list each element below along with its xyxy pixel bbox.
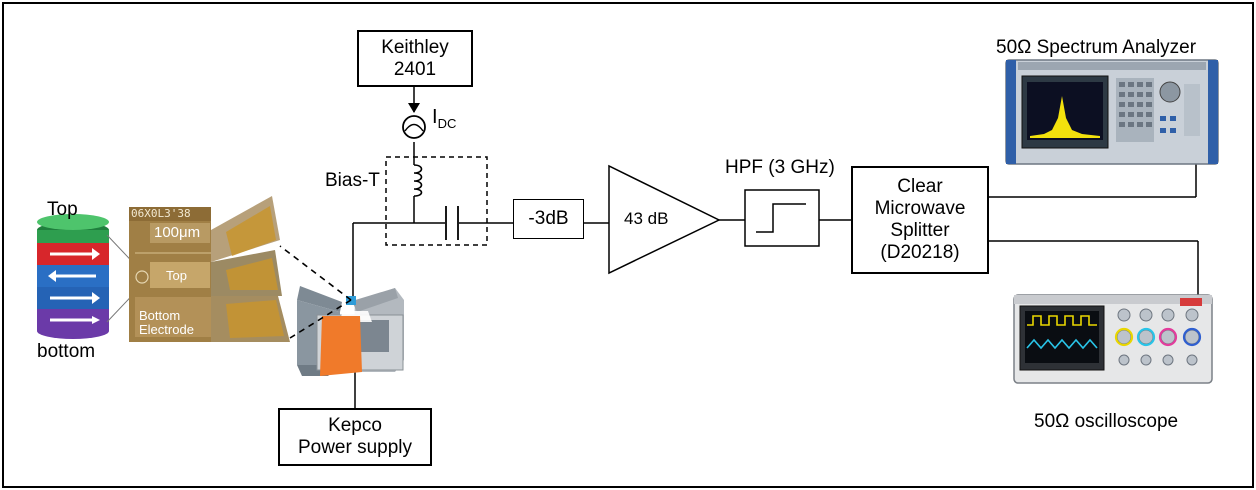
micrograph-header: 06X0L3'38 xyxy=(131,207,191,220)
current-source xyxy=(402,103,426,139)
hpf-box xyxy=(744,189,820,247)
keithley-line1: Keithley xyxy=(381,36,449,58)
oscilloscope-icon xyxy=(1013,294,1213,384)
micrograph-bottom-line2: Electrode xyxy=(139,322,194,337)
hpf-label: HPF (3 GHz) xyxy=(725,157,835,178)
spectrum-analyzer-label: 50Ω Spectrum Analyzer xyxy=(996,37,1197,58)
attenuator-box: -3dB xyxy=(513,199,584,239)
splitter-line4: (D20218) xyxy=(880,241,960,263)
oscilloscope-label: 50Ω oscilloscope xyxy=(1034,411,1179,432)
idc-main: I xyxy=(432,106,438,128)
amplifier-triangle xyxy=(608,164,721,275)
splitter-line1: Clear xyxy=(897,176,943,198)
keithley-line2: 2401 xyxy=(393,58,437,80)
layer-stack-icon xyxy=(37,214,143,339)
attenuator-label: -3dB xyxy=(528,208,569,230)
stack-bottom-label: bottom xyxy=(37,341,96,362)
inductor-icon xyxy=(413,164,423,197)
device-micrograph-image xyxy=(129,196,290,342)
bias-t-label: Bias-T xyxy=(325,170,380,191)
kepco-box: Kepco Power supply xyxy=(278,408,432,466)
spectrum-analyzer-icon xyxy=(1005,59,1219,165)
splitter-line3: Splitter xyxy=(890,220,950,241)
electromagnet-icon xyxy=(279,245,404,376)
hpf-step-icon xyxy=(756,203,806,233)
kepco-line2: Power supply xyxy=(297,437,413,458)
splitter-line2: Microwave xyxy=(874,198,966,220)
keithley-box: Keithley 2401 xyxy=(357,30,473,87)
micrograph-bottom-line1: Bottom xyxy=(139,308,181,323)
amplifier-gain-label: 43 dB xyxy=(624,209,669,228)
micrograph-top-pad-label: Top xyxy=(166,268,187,283)
kepco-line1: Kepco xyxy=(328,415,382,437)
idc-label: IDC xyxy=(432,106,456,131)
micrograph-scale-label: 100μm xyxy=(154,224,201,241)
idc-sub: DC xyxy=(437,116,457,131)
stack-top-label: Top xyxy=(47,199,78,220)
wires xyxy=(352,66,1199,408)
bias-t-enclosure xyxy=(385,156,488,246)
splitter-box: Clear Microwave Splitter (D20218) xyxy=(851,166,989,274)
capacitor-icon xyxy=(445,206,459,240)
